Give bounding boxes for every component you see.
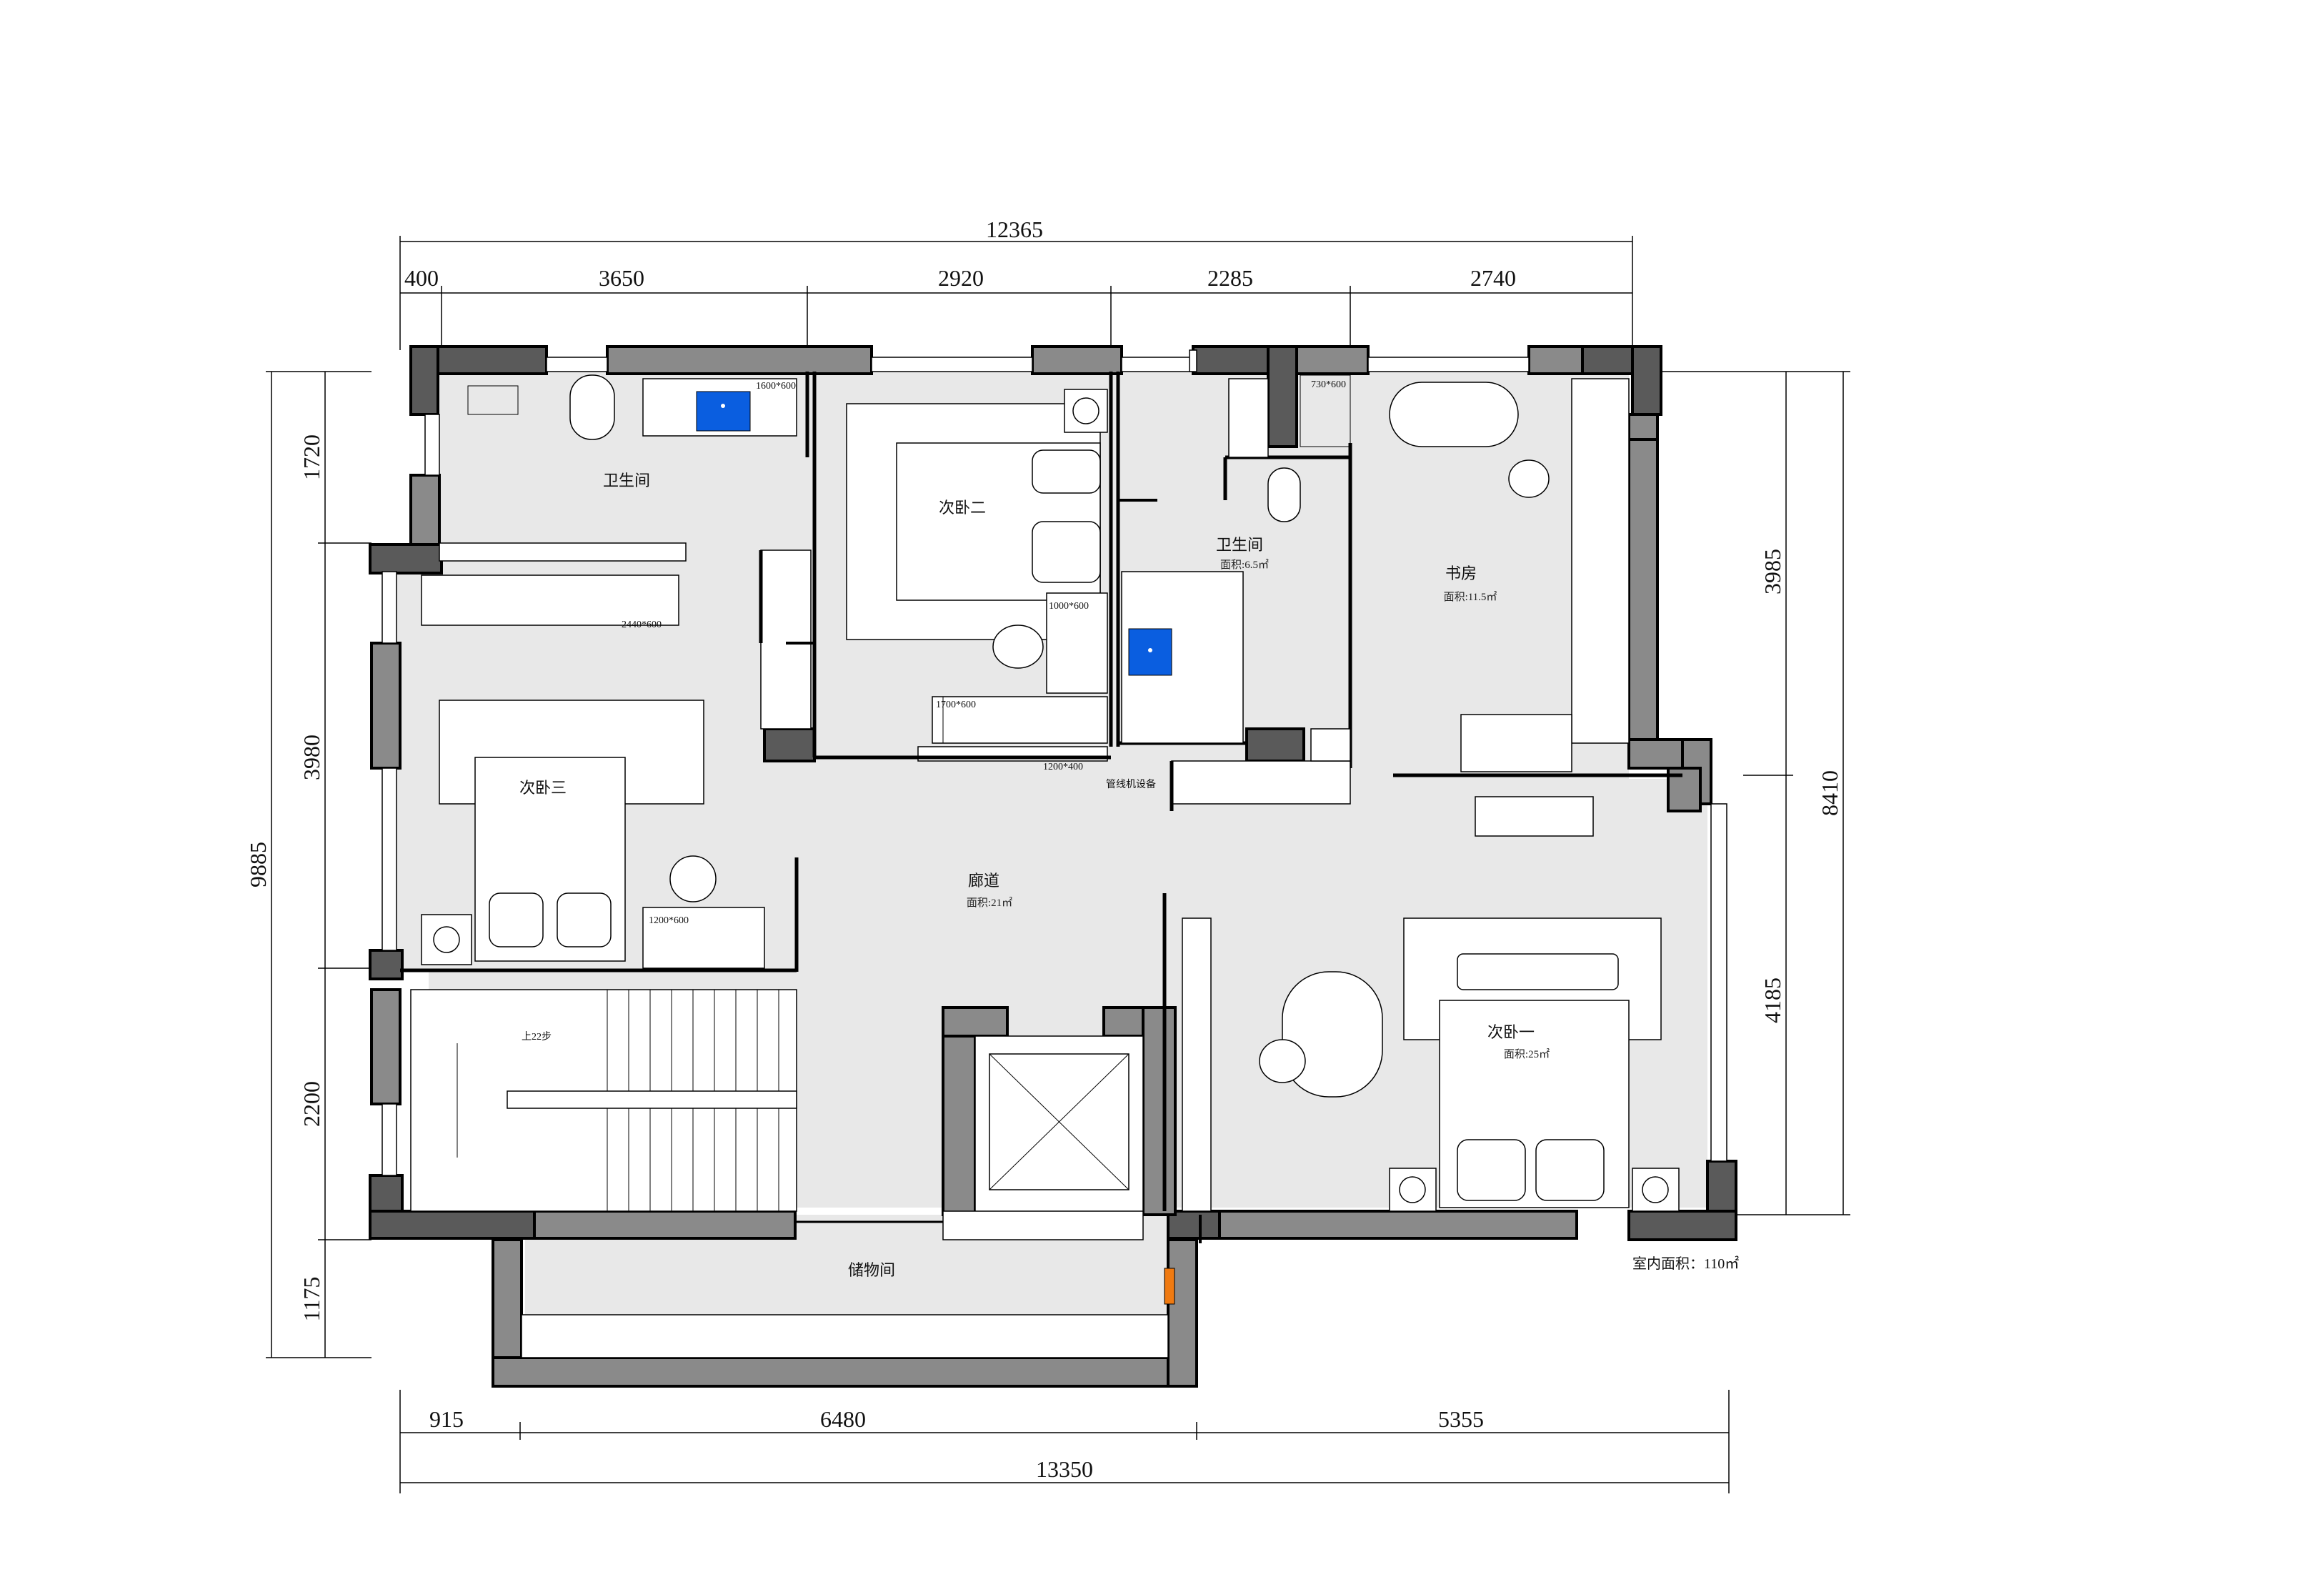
note-wardrobe-b3: 2440*600: [622, 620, 662, 630]
dim-left-3: 2200: [299, 1081, 324, 1127]
room-label-bath-left: 卫生间: [603, 472, 650, 489]
dim-bottom-3: 5355: [1438, 1406, 1484, 1432]
walls: [369, 345, 1737, 1388]
note-equipment: 管线机设备: [1106, 778, 1156, 790]
dim-left-4: 1175: [299, 1277, 324, 1322]
dim-top-1: 400: [404, 265, 439, 291]
room-area-corridor: 面积:21㎡: [967, 897, 1012, 909]
dim-right-1: 3985: [1760, 549, 1785, 595]
note-wardrobe-b2: 1700*600: [936, 700, 976, 710]
room-area-bath-mid: 面积:6.5㎡: [1220, 559, 1269, 571]
room-area-study: 面积:11.5㎡: [1444, 591, 1497, 603]
dim-bottom-1: 915: [429, 1406, 464, 1432]
dim-left-1: 1720: [299, 434, 324, 480]
dim-bottom-2: 6480: [820, 1406, 866, 1432]
note-basin-left: 1600*600: [756, 381, 796, 392]
room-area-bedroom1: 面积:25㎡: [1504, 1048, 1550, 1060]
dim-left-2: 3980: [299, 735, 324, 780]
dim-top-5: 2740: [1470, 265, 1516, 291]
room-label-bedroom1: 次卧一: [1487, 1023, 1535, 1041]
dim-top-3: 2920: [938, 265, 984, 291]
room-label-corridor: 廊道: [968, 872, 999, 890]
room-label-study: 书房: [1445, 564, 1477, 582]
room-labels: 卫生间 次卧二 卫生间 面积:6.5㎡ 书房 面积:11.5㎡ 次卧三 廊道 面…: [519, 472, 1550, 1279]
room-label-bedroom2: 次卧二: [939, 499, 986, 517]
dim-right-total: 8410: [1817, 770, 1842, 816]
dimension-lines: [266, 236, 1850, 1493]
windows: [381, 349, 1727, 1176]
dim-top-total: 12365: [986, 217, 1043, 242]
room-label-bath-mid: 卫生间: [1216, 536, 1263, 554]
note-cabinet-corridor: 1200*400: [1043, 762, 1083, 772]
room-label-bedroom3: 次卧三: [519, 779, 567, 797]
interior-partitions: [400, 372, 1682, 1243]
dim-top-2: 3650: [599, 265, 644, 291]
note-desk-b3: 1200*600: [649, 915, 689, 926]
dim-bottom-total: 13350: [1036, 1456, 1093, 1482]
note-desk-b2: 1000*600: [1049, 601, 1089, 612]
dim-top-4: 2285: [1207, 265, 1253, 291]
room-label-storage: 储物间: [848, 1261, 895, 1279]
note-shower-mid: 730*600: [1311, 379, 1346, 390]
dim-left-total: 9885: [245, 842, 271, 887]
note-stairs: 上22步: [522, 1031, 552, 1043]
indoor-area-summary: 室内面积：110㎡: [1632, 1255, 1739, 1272]
furniture: [410, 374, 1680, 1358]
furniture-notes: 1600*600 730*600 2440*600 1000*600 1700*…: [522, 379, 1346, 1043]
dim-right-2: 4185: [1760, 977, 1785, 1023]
